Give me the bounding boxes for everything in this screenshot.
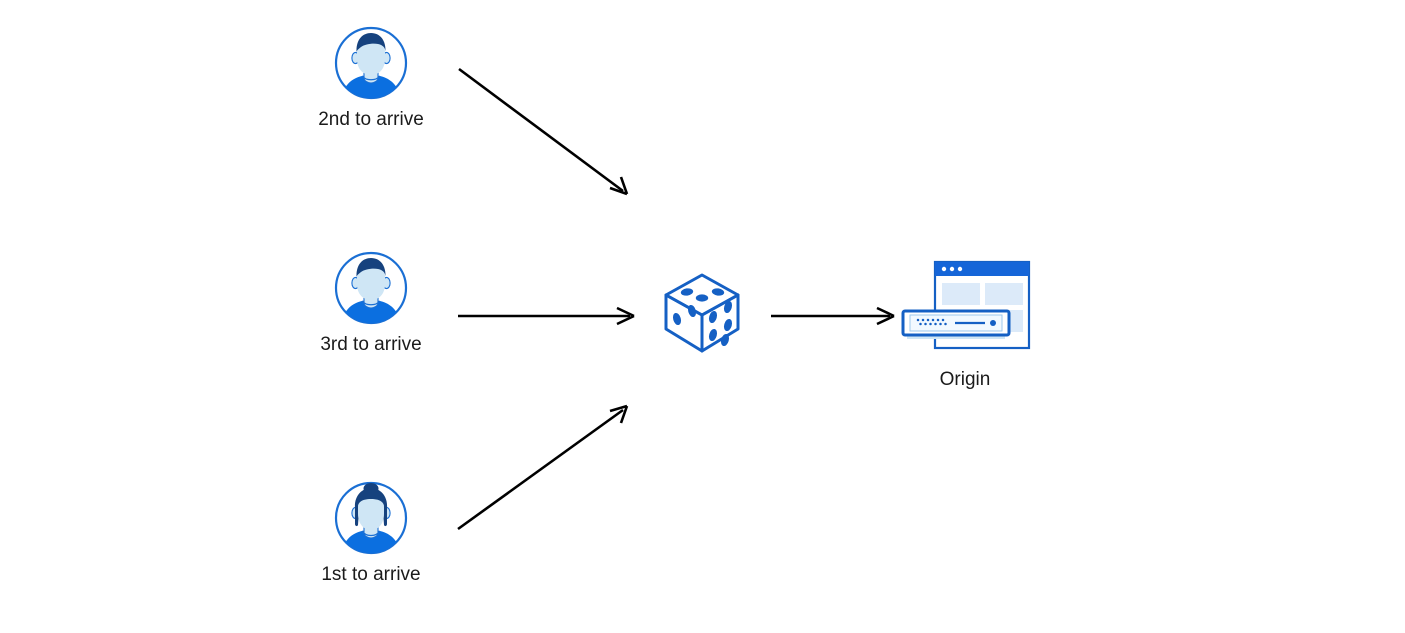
node-label-origin: Origin bbox=[939, 369, 991, 390]
node-user-3rd[interactable]: 3rd to arrive bbox=[320, 250, 422, 355]
origin-server-icon bbox=[901, 260, 1031, 350]
arrow-dice-to-origin bbox=[771, 306, 895, 326]
node-randomizer[interactable] bbox=[656, 267, 748, 359]
node-user-2nd[interactable]: 2nd to arrive bbox=[318, 25, 424, 130]
server-device-icon bbox=[901, 309, 1011, 339]
node-label-user-2nd: 2nd to arrive bbox=[318, 109, 424, 130]
user-avatar-icon bbox=[334, 251, 408, 325]
arrow-1st-to-dice bbox=[457, 404, 629, 531]
node-origin[interactable]: Origin bbox=[897, 257, 1033, 390]
node-user-1st[interactable]: 1st to arrive bbox=[321, 480, 421, 585]
arrow-2nd-to-dice bbox=[458, 67, 629, 196]
user-avatar-icon bbox=[334, 26, 408, 100]
node-label-user-1st: 1st to arrive bbox=[321, 564, 421, 585]
node-label-user-3rd: 3rd to arrive bbox=[320, 334, 422, 355]
user-avatar-icon bbox=[334, 481, 408, 555]
arrow-3rd-to-dice bbox=[458, 306, 635, 326]
dice-icon bbox=[664, 273, 740, 353]
